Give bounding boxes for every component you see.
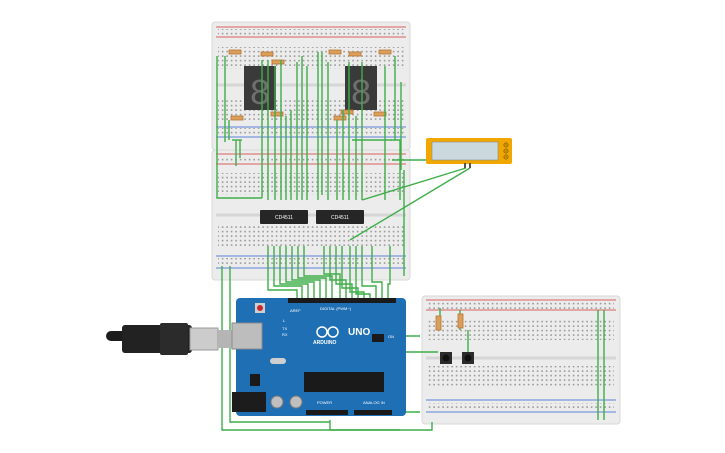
breadboard-top[interactable] [211,21,411,151]
arduino-rx-label: RX [282,332,288,337]
seven-segment-right-digit: 8 [350,74,372,115]
resistor-group-top[interactable] [228,49,392,121]
arduino-model: UNO [348,327,370,338]
ic-cd4511-right[interactable]: CD4511 [316,210,364,224]
pushbutton-2[interactable] [462,352,474,364]
arduino-digital-label: DIGITAL (PWM~) [320,306,352,311]
pushbutton-1[interactable] [440,352,452,364]
seven-segment-left-digit: 8 [249,74,271,115]
ic-cd4511-left[interactable]: CD4511 [260,210,308,224]
breadboard-right[interactable] [421,295,621,425]
ic-left-label: CD4511 [275,215,293,221]
arduino-on-label: ON [388,334,394,339]
arduino-tx-label: TX [282,326,287,331]
ic-right-label: CD4511 [331,215,349,221]
seven-segment-right[interactable]: 8 [345,66,377,115]
resistors-right[interactable] [435,313,464,331]
seven-segment-left[interactable]: 8 [244,66,276,115]
arduino-brand: ARDUINO [313,340,336,346]
arduino-uno[interactable]: UNO ARDUINO DIGITAL (PWM~) POWER ANALOG … [231,298,406,416]
arduino-analog-label: ANALOG IN [363,400,385,405]
arduino-l-label: L [283,318,286,323]
arduino-aref-label: AREF [290,308,301,313]
lcd-module[interactable] [426,138,512,168]
arduino-power-label: POWER [317,400,332,405]
usb-cable[interactable] [106,323,238,355]
breadboard-middle[interactable] [211,149,411,281]
